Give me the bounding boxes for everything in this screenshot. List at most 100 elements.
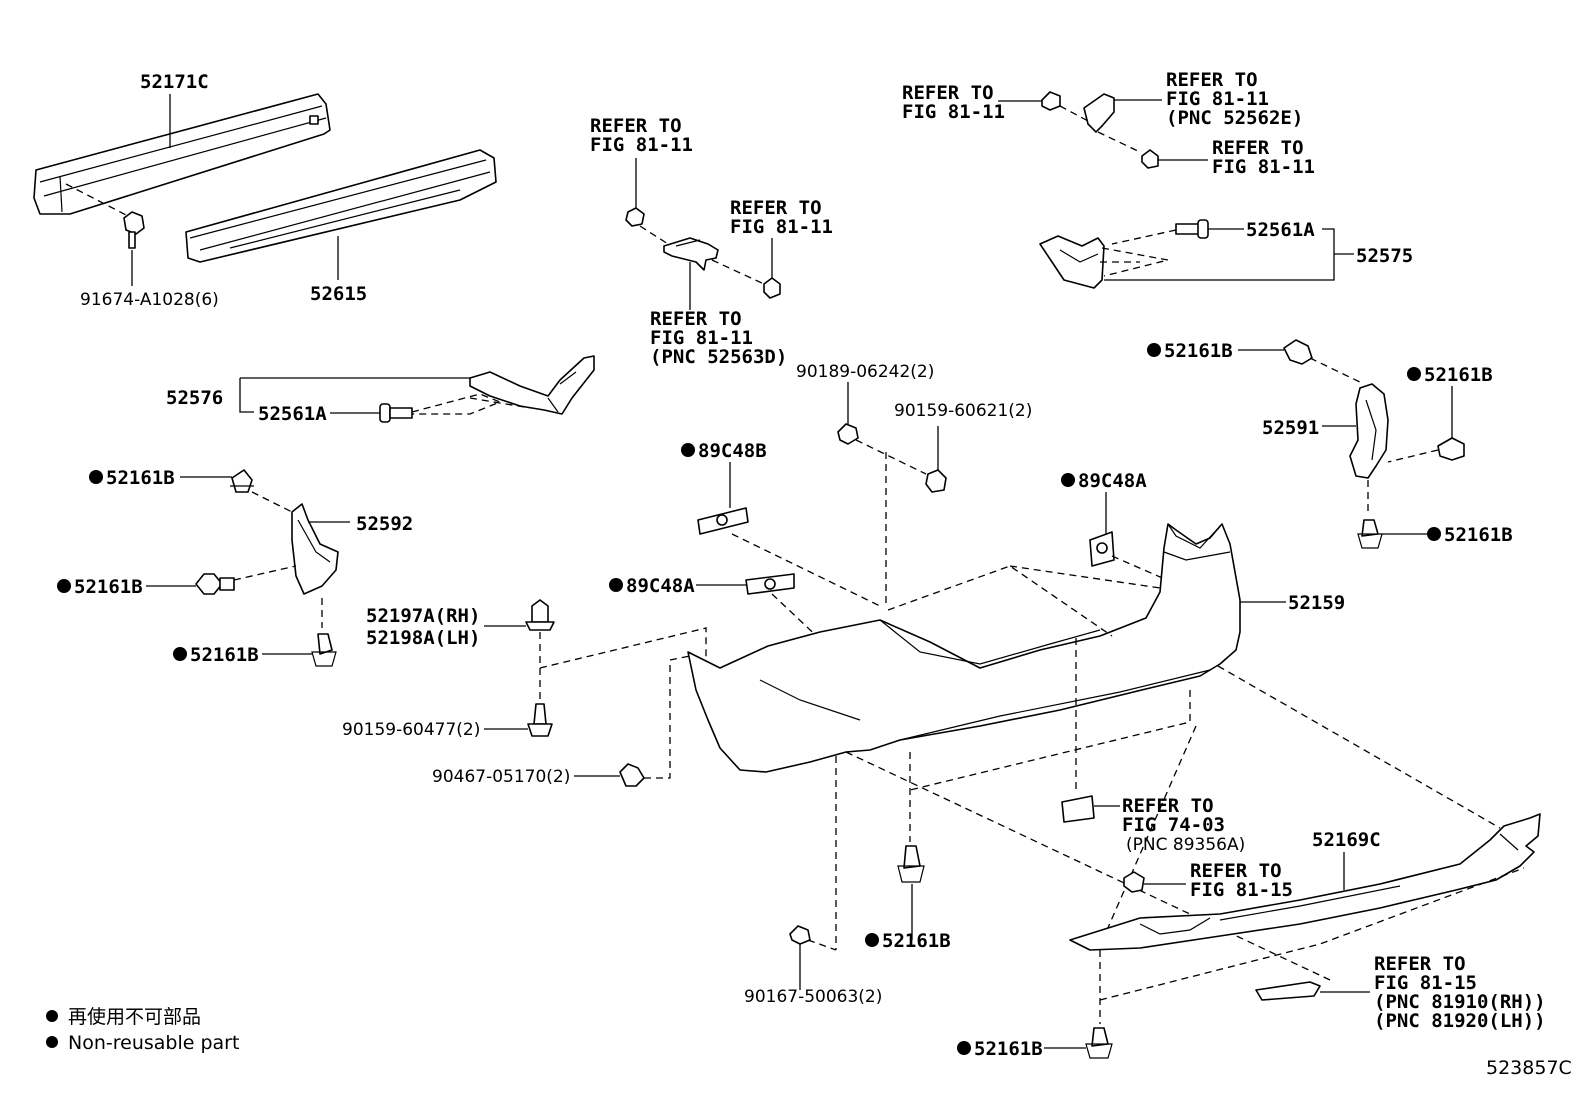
retainer-52592[interactable] <box>291 503 339 595</box>
label-refer-g-2: FIG 74-03 <box>1122 814 1225 836</box>
label-52159: 52159 <box>1288 592 1345 614</box>
clip-52161B-right-top[interactable] <box>1283 339 1313 365</box>
screw-90159-60621[interactable] <box>925 469 947 493</box>
non-reusable-marker <box>1407 367 1421 381</box>
label-refer-b-2: FIG 81-11 <box>730 216 833 238</box>
label-refer-e-2: FIG 81-11 <box>1166 88 1269 110</box>
clip-52161B-left-top[interactable] <box>230 469 254 493</box>
label-90159-60621: 90159-60621(2) <box>894 401 1032 421</box>
label-52161B-l3: 52161B <box>190 644 259 666</box>
bumper-absorber-52615[interactable] <box>185 149 497 263</box>
label-refer-g-3: (PNC 89356A) <box>1126 835 1245 855</box>
retainer-52591[interactable] <box>1349 383 1389 479</box>
bracket-refer-pnc-52563D[interactable] <box>663 237 719 271</box>
legend-dot-en <box>46 1036 58 1048</box>
label-89C48A-right: 89C48A <box>1078 470 1147 492</box>
label-refer-b-1: REFER TO <box>730 197 822 219</box>
label-refer-f-2: FIG 81-11 <box>1212 156 1315 178</box>
legend-dot-jp <box>46 1010 58 1022</box>
label-90167-50063: 90167-50063(2) <box>744 987 882 1007</box>
diagram-code: 523857C <box>1486 1057 1572 1079</box>
clip-52161B-right-mid[interactable] <box>1437 437 1465 461</box>
label-52161B-l2: 52161B <box>74 576 143 598</box>
sensor-bracket-89C48A-mid[interactable] <box>745 573 795 595</box>
bumper-reinforcement-52171C[interactable] <box>33 93 331 215</box>
label-52576: 52576 <box>166 387 223 409</box>
label-refer-a-2: FIG 81-11 <box>590 134 693 156</box>
clip-90467-05170[interactable] <box>619 763 645 787</box>
bolt-refer-fig81-11-b[interactable] <box>763 277 781 299</box>
label-90159-60477: 90159-60477(2) <box>342 720 480 740</box>
clip-52197A-52198A[interactable] <box>525 599 555 631</box>
clip-refer-fig81-11-d[interactable] <box>1041 91 1061 111</box>
bracket-refer-pnc-52562E[interactable] <box>1083 93 1115 133</box>
label-52575: 52575 <box>1356 245 1413 267</box>
legend-text-en: Non-reusable part <box>68 1032 239 1054</box>
bolt-52561A-left[interactable] <box>379 403 413 423</box>
label-refer-e-1: REFER TO <box>1166 69 1258 91</box>
non-reusable-marker <box>865 933 879 947</box>
label-refer-a-1: REFER TO <box>590 115 682 137</box>
clip-52161B-left-bottom[interactable] <box>311 633 337 667</box>
non-reusable-marker <box>57 579 71 593</box>
label-refer-c-2: FIG 81-11 <box>650 327 753 349</box>
sensor-bracket-89C48A-right[interactable] <box>1089 531 1115 567</box>
label-refer-g-1: REFER TO <box>1122 795 1214 817</box>
nut-refer-fig81-11-a[interactable] <box>625 207 645 227</box>
non-reusable-marker <box>609 578 623 592</box>
clip-90167-50063[interactable] <box>789 925 811 945</box>
label-refer-i-4: (PNC 81920(LH)) <box>1374 1010 1546 1032</box>
bracket-52576[interactable] <box>469 355 595 415</box>
non-reusable-marker <box>1427 527 1441 541</box>
label-refer-i-1: REFER TO <box>1374 953 1466 975</box>
lower-spoiler-52169C[interactable] <box>1069 813 1541 951</box>
bracket-52575[interactable] <box>1039 235 1105 289</box>
clip-90189-06242[interactable] <box>837 423 859 445</box>
label-52161B-r3: 52161B <box>1444 524 1513 546</box>
label-90467-05170: 90467-05170(2) <box>432 767 570 787</box>
nut-refer-fig81-15-h[interactable] <box>1123 871 1145 893</box>
bolt-91674[interactable] <box>123 211 145 249</box>
legend: 再使用不可部品 Non-reusable part <box>46 1006 239 1054</box>
label-52171C: 52171C <box>140 71 209 93</box>
label-91674-A1028: 91674-A1028(6) <box>80 290 219 310</box>
legend-text-jp: 再使用不可部品 <box>68 1006 201 1028</box>
label-52161B-r1: 52161B <box>1164 340 1233 362</box>
bolt-52561A-right[interactable] <box>1175 219 1209 239</box>
clip-52161B-bottom[interactable] <box>1085 1027 1113 1059</box>
label-refer-h-2: FIG 81-15 <box>1190 879 1293 901</box>
non-reusable-marker <box>1147 343 1161 357</box>
label-refer-d-1: REFER TO <box>902 82 994 104</box>
clip-52161B-center[interactable] <box>897 845 925 883</box>
label-52561A-left: 52561A <box>258 403 327 425</box>
label-90189-06242: 90189-06242(2) <box>796 362 934 382</box>
label-refer-f-1: REFER TO <box>1212 137 1304 159</box>
sensor-bracket-89C48B[interactable] <box>697 507 749 535</box>
label-refer-i-3: (PNC 81910(RH)) <box>1374 991 1546 1013</box>
label-refer-i-2: FIG 81-15 <box>1374 972 1477 994</box>
label-refer-d-2: FIG 81-11 <box>902 101 1005 123</box>
clip-52161B-left-mid[interactable] <box>195 573 235 595</box>
bolt-refer-fig81-11-f[interactable] <box>1141 149 1159 169</box>
label-52197A: 52197A(RH) <box>366 605 480 627</box>
clip-52161B-right-bottom[interactable] <box>1357 519 1383 549</box>
label-52169C: 52169C <box>1312 829 1381 851</box>
label-52615: 52615 <box>310 283 367 305</box>
bumper-cover-52159[interactable] <box>687 523 1241 773</box>
reflector-cover-refer-pnc-89356A[interactable] <box>1061 795 1095 823</box>
label-52198A: 52198A(LH) <box>366 627 480 649</box>
label-52161B-b: 52161B <box>974 1038 1043 1060</box>
label-52561A-right: 52561A <box>1246 219 1315 241</box>
label-89C48B: 89C48B <box>698 440 767 462</box>
reflector-refer-pnc-81910-81920[interactable] <box>1255 981 1321 1001</box>
label-refer-e-3: (PNC 52562E) <box>1166 107 1303 129</box>
label-52592: 52592 <box>356 513 413 535</box>
label-refer-c-3: (PNC 52563D) <box>650 346 787 368</box>
screw-90159-60477[interactable] <box>527 703 553 737</box>
non-reusable-marker <box>1061 473 1075 487</box>
label-refer-h-1: REFER TO <box>1190 860 1282 882</box>
label-52161B-l1: 52161B <box>106 467 175 489</box>
label-52161B-r2: 52161B <box>1424 364 1493 386</box>
non-reusable-marker <box>89 470 103 484</box>
